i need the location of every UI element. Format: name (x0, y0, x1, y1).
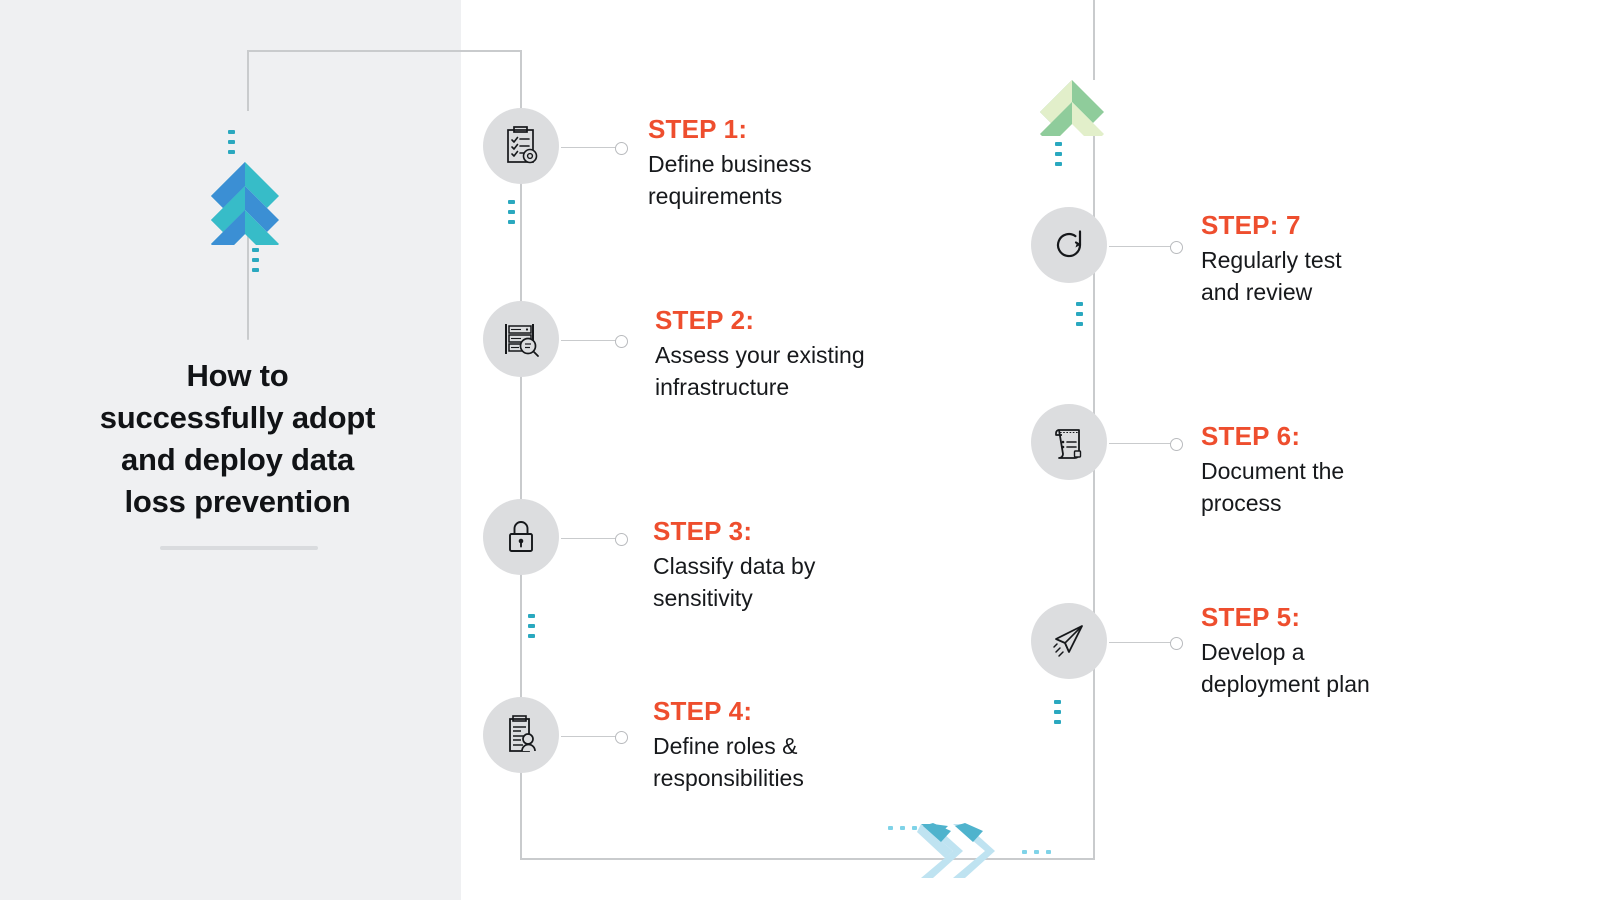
step-2-text-block: STEP 2: Assess your existing infrastruct… (655, 305, 865, 404)
step-4-desc-line-1: Define roles & (653, 733, 798, 760)
title-line-4: loss prevention (124, 483, 351, 519)
page-title: How to successfully adopt and deploy dat… (60, 355, 415, 522)
title-line-1: How to (186, 358, 289, 393)
dot-decoration-right-of-double-chevron (1022, 850, 1051, 854)
connector-line-bottom-horizontal (520, 858, 1095, 860)
step-4-text-block: STEP 4: Define roles & responsibilities (653, 696, 804, 795)
dot-decoration-below-blue-chevron (252, 248, 259, 272)
connector-line-column-one (520, 50, 522, 860)
step-2-icon-circle[interactable] (483, 301, 559, 377)
step-2-label: STEP 2: (655, 305, 755, 335)
step-7-desc-line-1: Regularly test (1201, 247, 1342, 274)
step-7-label: STEP: 7 (1201, 210, 1301, 240)
dot-decoration-column-one-b (528, 614, 535, 638)
step-7-desc-line-2: and review (1201, 278, 1313, 305)
scroll-document-icon (1055, 429, 1082, 459)
step-1-icon-circle[interactable] (483, 108, 559, 184)
step-1-connector-ring (615, 142, 628, 155)
step-7-connector-ring (1170, 241, 1183, 254)
dot-decoration-column-two-a (1076, 302, 1083, 326)
step-6-connector-line (1109, 443, 1171, 444)
step-1-label: STEP 1: (648, 114, 748, 144)
step-1-desc-line-1: Define business (648, 151, 812, 178)
title-line-3: and deploy data (121, 441, 354, 477)
step-3-label: STEP 3: (653, 516, 753, 546)
step-7-text-block: STEP: 7 Regularly test and review (1201, 210, 1342, 309)
step-3-desc-line-1: Classify data by (653, 553, 816, 580)
step-7-icon-circle[interactable] (1031, 207, 1107, 283)
document-person-icon (509, 715, 536, 752)
step-3-icon-circle[interactable] (483, 499, 559, 575)
step-5-connector-line (1109, 642, 1171, 643)
step-5-connector-ring (1170, 637, 1183, 650)
step-5-text-block: STEP 5: Develop a deployment plan (1201, 602, 1370, 701)
dot-decoration-below-green-chevron (1055, 142, 1062, 166)
step-1-desc-line-2: requirements (648, 182, 783, 209)
connector-line-title-stem (247, 235, 249, 340)
step-6-label: STEP 6: (1201, 421, 1301, 451)
step-6-desc-line-2: process (1201, 489, 1282, 516)
blue-double-chevron-right-icon (915, 818, 995, 889)
step-6-icon-circle[interactable] (1031, 404, 1107, 480)
dot-decoration-column-two-b (1054, 700, 1061, 724)
dot-decoration-column-one-a (508, 200, 515, 224)
step-4-connector-ring (615, 731, 628, 744)
step-4-connector-line (561, 736, 616, 737)
refresh-loop-icon (1056, 230, 1082, 258)
step-6-desc-line-1: Document the (1201, 458, 1345, 485)
step-2-connector-ring (615, 335, 628, 348)
paper-plane-icon (1053, 625, 1083, 657)
blue-chevron-stack-icon (205, 160, 285, 256)
step-3-connector-ring (615, 533, 628, 546)
step-1-text-block: STEP 1: Define business requirements (648, 114, 812, 213)
connector-line-column-two-top (1093, 0, 1095, 80)
step-6-text-block: STEP 6: Document the process (1201, 421, 1344, 520)
connector-line-top-horizontal (247, 50, 522, 52)
clipboard-checklist-gear-icon (507, 126, 538, 164)
step-3-text-block: STEP 3: Classify data by sensitivity (653, 516, 815, 615)
green-chevron-stack-icon (1036, 78, 1108, 145)
dot-decoration-left-of-double-chevron (888, 826, 917, 830)
title-underline-divider (160, 546, 318, 550)
connector-line-left-vertical-top (247, 51, 249, 111)
step-5-desc-line-2: deployment plan (1201, 670, 1370, 697)
step-7-connector-line (1109, 246, 1171, 247)
server-rack-magnifier-icon (505, 324, 539, 357)
step-3-connector-line (561, 538, 616, 539)
title-line-2: successfully adopt (99, 399, 376, 435)
step-6-connector-ring (1170, 438, 1183, 451)
step-5-desc-line-1: Develop a (1201, 639, 1305, 666)
step-2-desc-line-2: infrastructure (655, 373, 790, 400)
step-5-label: STEP 5: (1201, 602, 1301, 632)
step-3-desc-line-2: sensitivity (653, 584, 753, 611)
step-5-icon-circle[interactable] (1031, 603, 1107, 679)
padlock-icon (509, 521, 533, 552)
step-4-desc-line-2: responsibilities (653, 764, 804, 791)
connector-line-column-two (1093, 135, 1095, 860)
step-2-connector-line (561, 340, 616, 341)
dot-decoration-above-blue-chevron (228, 130, 235, 154)
step-2-desc-line-1: Assess your existing (655, 342, 865, 369)
step-4-icon-circle[interactable] (483, 697, 559, 773)
step-4-label: STEP 4: (653, 696, 753, 726)
step-1-connector-line (561, 147, 616, 148)
